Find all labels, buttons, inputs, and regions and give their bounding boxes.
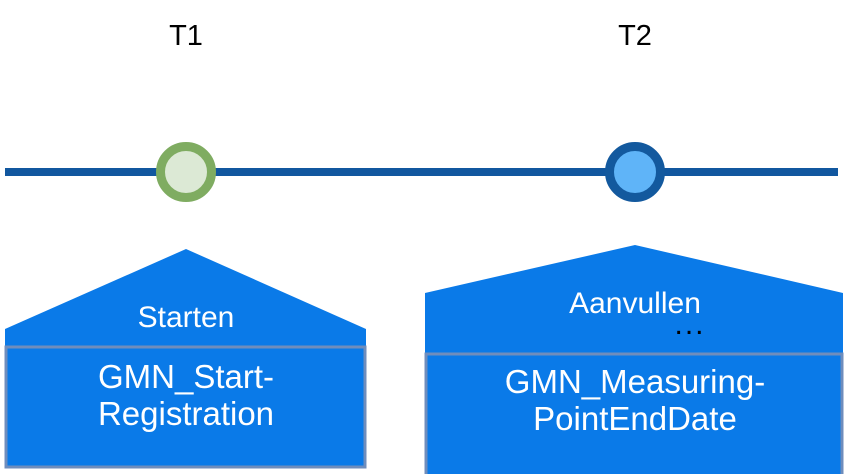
callout-right-body-rect[interactable]: [424, 352, 844, 474]
callout-right-ellipsis: ...: [674, 308, 706, 341]
callout-left-body-rect[interactable]: [4, 345, 367, 469]
callout-right-body-line-2: PointEndDate: [533, 400, 737, 438]
callout-left-body-line-2: Registration: [97, 395, 275, 433]
callout-left-body-label: GMN_Start- Registration: [6, 358, 366, 433]
timepoint-label-t1: T1: [169, 20, 203, 52]
callout-right-pentagon[interactable]: [425, 245, 843, 354]
callout-right-body-label: GMN_Measuring- PointEndDate: [426, 363, 844, 438]
callout-right-header-label: Aanvullen: [569, 287, 701, 320]
callout-left-pentagon[interactable]: [5, 249, 366, 347]
callout-left-header-label: Starten: [137, 301, 235, 334]
callout-left-body-line-1: GMN_Start-: [97, 358, 275, 395]
callout-right-body-line-1: GMN_Measuring-: [504, 363, 766, 400]
timepoint-marker-t1[interactable]: [156, 142, 216, 202]
timepoint-label-t2: T2: [618, 20, 652, 52]
timepoint-marker-t2[interactable]: [605, 142, 665, 202]
